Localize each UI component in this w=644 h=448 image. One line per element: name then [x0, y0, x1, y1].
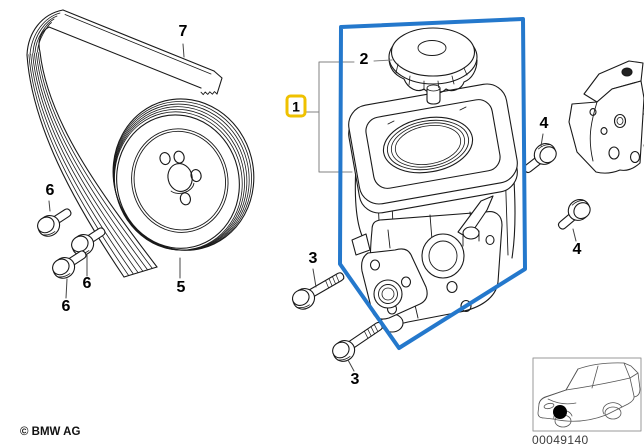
bolt-6a-drawing — [33, 202, 77, 241]
reservoir-cap-drawing — [388, 27, 478, 105]
callout-4a[interactable]: 4 — [539, 115, 549, 132]
callout-6a[interactable]: 6 — [45, 182, 55, 199]
callout-7[interactable]: 7 — [178, 23, 188, 40]
callout-4b[interactable]: 4 — [572, 241, 582, 258]
copyright-text: © BMW AG — [20, 426, 81, 438]
mounting-bracket-drawing — [568, 60, 644, 174]
callout-1-highlighted[interactable]: 1 — [285, 94, 307, 118]
pump-reservoir-drawing — [348, 83, 518, 333]
car-thumbnail-icon — [537, 362, 641, 428]
callout-6c[interactable]: 6 — [61, 298, 71, 315]
belt-drawing — [26, 9, 223, 278]
pulley-drawing — [112, 98, 255, 251]
bolt-3a-drawing — [288, 266, 350, 314]
callout-leader-lines — [48, 43, 577, 372]
car-location-inset — [532, 357, 642, 432]
car-location-marker — [553, 405, 567, 419]
bolt-6b-drawing — [67, 221, 111, 260]
image-number: 00049140 — [532, 433, 589, 447]
callout-2[interactable]: 2 — [359, 51, 369, 68]
callout-5[interactable]: 5 — [176, 279, 186, 296]
bolt-3b-drawing — [328, 316, 389, 366]
callout-3a[interactable]: 3 — [308, 250, 318, 267]
callout-1-bracket-line — [305, 59, 393, 173]
callout-3b[interactable]: 3 — [350, 371, 360, 388]
callout-6b[interactable]: 6 — [82, 275, 92, 292]
bolt-4b-drawing — [551, 194, 595, 235]
selection-outline — [338, 17, 527, 350]
